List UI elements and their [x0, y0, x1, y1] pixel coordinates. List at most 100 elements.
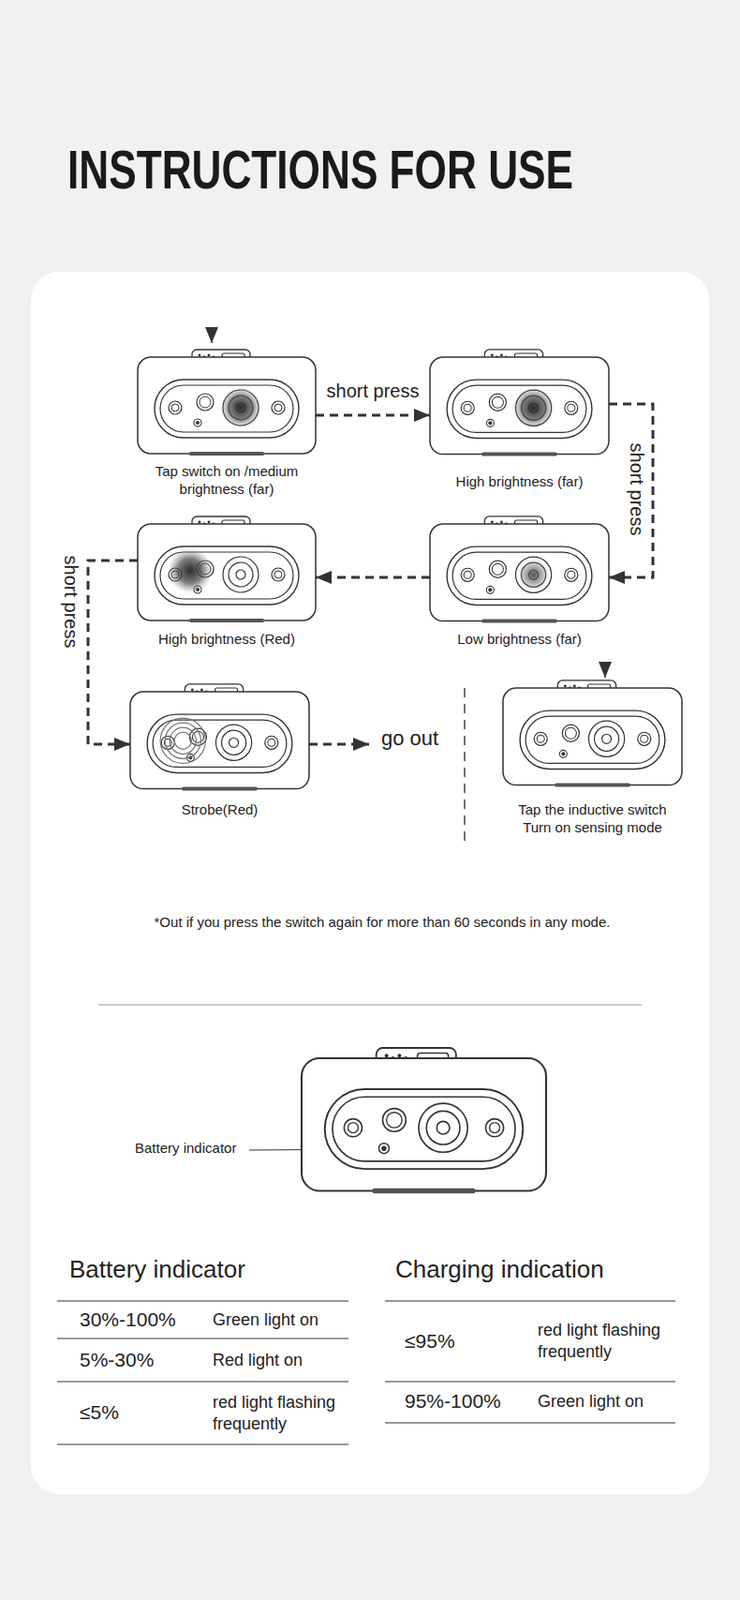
switch-dot: [563, 684, 567, 688]
main-lens: [515, 556, 551, 592]
lens-band-inner: [332, 1095, 516, 1161]
switch-dot: [198, 354, 202, 357]
edge-label: short press: [324, 379, 423, 402]
strap-tab: [481, 619, 557, 623]
lens-band: [446, 379, 592, 438]
lamp-body: [137, 523, 316, 621]
switch-dot: [397, 1052, 401, 1057]
indicator-led-core: [488, 420, 492, 425]
side-led-core: [171, 403, 179, 412]
lamp-mode-node: High brightness (far): [429, 356, 609, 454]
lamp-mode-node: Tap switch on /medium brightness (far): [137, 356, 316, 454]
side-led-core: [567, 570, 576, 578]
red-led-core: [199, 396, 211, 408]
switch-dot: [500, 354, 504, 357]
side-led: [533, 731, 548, 745]
lens-band-inner: [452, 551, 587, 599]
side-led: [168, 400, 182, 415]
dashed-connector: [315, 414, 430, 417]
indicator-led: [378, 1142, 389, 1154]
card: [30, 271, 710, 1494]
red-led: [488, 560, 506, 578]
lens-band-inner: [152, 719, 287, 767]
main-lens: [436, 1120, 450, 1134]
strobe-ring: [160, 717, 206, 763]
headlamp-drawing: [130, 683, 310, 791]
side-led: [460, 567, 474, 581]
side-led: [265, 735, 279, 749]
strobe-ring: [164, 722, 201, 758]
lamp-mode-node: Tap the inductive switch Turn on sensing…: [503, 687, 682, 785]
red-led-core: [564, 726, 577, 739]
main-lens: [222, 729, 247, 755]
mode-caption: Tap switch on /medium brightness (far): [137, 462, 316, 499]
side-led-core: [274, 403, 282, 412]
main-lens: [602, 733, 612, 743]
switch-dot: [200, 688, 204, 692]
dashed-connector: [315, 576, 430, 579]
side-led-core: [536, 734, 545, 742]
arrow-label: go out: [381, 725, 439, 752]
beam-glow: [220, 386, 262, 429]
main-lens: [418, 1102, 468, 1152]
side-led-core: [489, 1122, 501, 1133]
side-led: [637, 731, 652, 745]
lens-band: [154, 546, 299, 605]
side-led-core: [347, 1122, 358, 1133]
main-lens: [229, 737, 239, 747]
headlamp-drawing: [503, 680, 682, 787]
table-heading: Battery indicator: [69, 1253, 246, 1285]
side-led: [343, 1118, 362, 1137]
indicator-led-core: [381, 1144, 386, 1150]
switch-dot: [198, 520, 202, 524]
table-cell: red light flashing frequently: [212, 1391, 370, 1434]
lamp-mode-node: High brightness (Red): [137, 523, 316, 621]
main-lens: [426, 1110, 460, 1144]
edge-label: short press: [625, 440, 649, 539]
mode-caption: High brightness (far): [430, 473, 609, 491]
lamp-body: [301, 1057, 547, 1190]
lamp-body: [130, 691, 310, 789]
strap-tab: [481, 452, 557, 457]
lens-band: [147, 713, 293, 772]
indicator-led-core: [488, 587, 492, 592]
table-cell: Green light on: [537, 1390, 644, 1412]
callout-label: Battery indicator: [134, 1139, 237, 1157]
switch-dot: [384, 1052, 389, 1057]
main-lens: [222, 556, 259, 592]
strap-tab: [189, 618, 265, 622]
divider: [98, 1004, 642, 1006]
lamp-mode-node: Low brightness (far): [429, 523, 609, 621]
headlamp-drawing: [429, 349, 609, 457]
side-led: [460, 400, 474, 415]
switch-dot: [490, 354, 494, 357]
red-led-core: [491, 396, 504, 408]
separator: [463, 687, 466, 846]
main-lens: [228, 562, 253, 587]
footnote: *Out if you press the switch again for m…: [82, 913, 682, 932]
edge-label: short press: [59, 552, 83, 652]
table-cell: Red light on: [212, 1348, 303, 1371]
side-led: [485, 1118, 504, 1137]
mode-caption: High brightness (Red): [137, 630, 316, 649]
title: INSTRUCTIONS FOR USE: [67, 136, 574, 203]
press-arrow: [604, 662, 607, 678]
beam-glow: [512, 386, 554, 429]
headlamp-drawing: [137, 516, 316, 622]
headlamp-drawing: [137, 349, 316, 456]
strap-tab: [181, 786, 257, 791]
main-lens: [588, 720, 624, 756]
red-led: [196, 393, 214, 411]
lamp-body: [429, 523, 609, 622]
lens-band-inner: [452, 384, 587, 432]
side-led-core: [463, 403, 472, 412]
side-led-core: [274, 570, 282, 578]
mode-caption: Tap the inductive switch Turn on sensing…: [503, 800, 682, 837]
side-led: [564, 567, 578, 581]
switch-dot: [191, 688, 194, 692]
table-cell: 95%-100%: [404, 1388, 502, 1413]
main-lens: [236, 569, 246, 579]
lens-band: [154, 379, 299, 438]
indicator-led: [193, 418, 202, 427]
